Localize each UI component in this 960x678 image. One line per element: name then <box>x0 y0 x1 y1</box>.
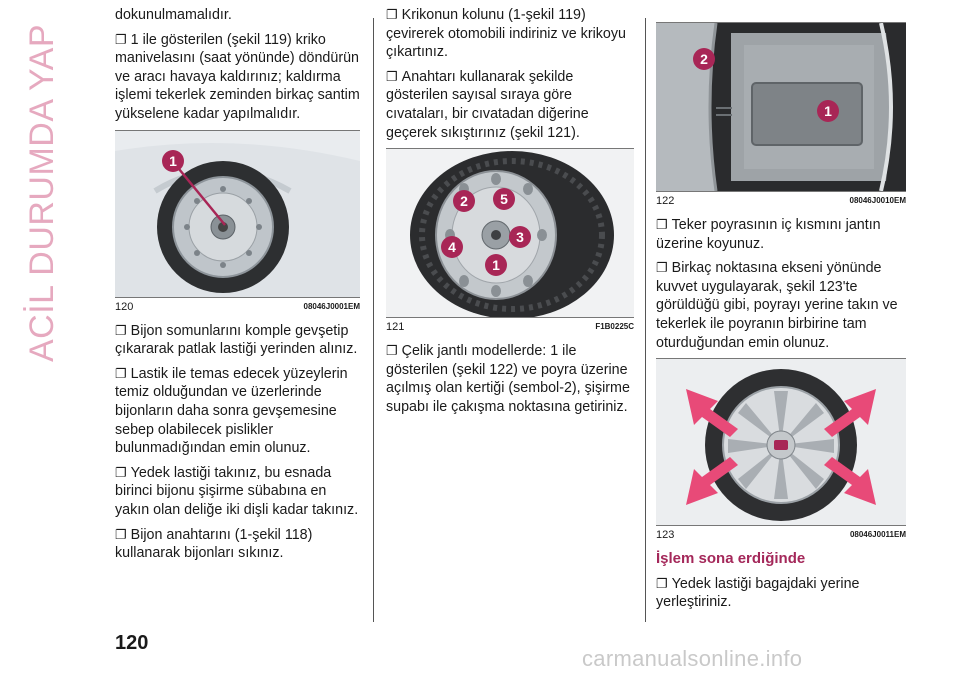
checkbox-bullet-icon: ❐ <box>656 575 668 591</box>
list-item: ❐Çelik jantlı modellerde: 1 ile gösteril… <box>386 343 630 415</box>
figure-caption: 123 08046J0011EM <box>656 528 906 542</box>
hubcap-spokes <box>728 391 834 500</box>
figure-code: 08046J0001EM <box>303 301 361 311</box>
list-item: ❐Lastik ile temas edecek yüzeylerin temi… <box>115 365 348 457</box>
list-item: ❐Krikonun kolunu (1-şekil 119) çevirerek… <box>386 7 626 61</box>
hubcap-fitting-illustration <box>656 359 906 526</box>
checkbox-bullet-icon: ❐ <box>115 322 127 338</box>
figure-code: 08046J0010EM <box>849 196 907 205</box>
figure-code: 08046J0011EM <box>849 530 906 540</box>
list-item: ❐Anahtarı kullanarak şekilde gösterilen … <box>386 68 589 141</box>
figure-number: 123 <box>656 529 675 542</box>
figure-caption: 120 08046J0001EM <box>115 300 360 314</box>
figure-number: 122 <box>656 195 675 207</box>
wheel-jack-illustration: 1 <box>115 130 360 297</box>
callout-label: 2 <box>700 51 708 67</box>
page-number: 120 <box>115 632 149 654</box>
bolt-tightening-order-illustration: 2 5 3 4 1 <box>386 149 634 320</box>
press-arrow-icon <box>686 389 738 438</box>
press-arrow-icon <box>824 457 876 506</box>
checkbox-bullet-icon: ❐ <box>656 217 668 232</box>
list-item: ❐Bijon anahtarını (1-şekil 118) kullanar… <box>115 526 313 562</box>
list-item: ❐Birkaç noktasına ekseni yönünde kuvvet … <box>656 260 898 351</box>
column-2: ❐Krikonun kolunu (1-şekil 119) çevirerek… <box>386 6 634 423</box>
list-item: ❐Yedek lastiği bagajdaki yerine yerleşti… <box>656 575 860 611</box>
footer-watermark: carmanualsonline.info <box>582 646 803 671</box>
figure-123 <box>656 358 906 527</box>
checkbox-bullet-icon: ❐ <box>656 260 668 276</box>
callout-label: 1 <box>824 103 832 119</box>
figure-number: 120 <box>115 300 134 313</box>
checkbox-bullet-icon: ❐ <box>386 68 398 84</box>
list-item: ❐1 ile gösterilen (şekil 119) kriko mani… <box>115 31 360 122</box>
checkbox-bullet-icon: ❐ <box>115 464 127 480</box>
figure-code: F1B0225C <box>595 322 634 332</box>
figure-120: 1 <box>115 129 360 298</box>
checkbox-bullet-icon: ❐ <box>386 343 398 359</box>
figure-122: 2 1 <box>656 22 906 192</box>
callout-label: 1 <box>492 257 500 273</box>
press-arrow-icon <box>686 457 738 506</box>
checkbox-bullet-icon: ❐ <box>386 7 398 22</box>
callout-label: 2 <box>460 193 468 209</box>
figure-caption: 121 F1B0225C <box>386 320 634 334</box>
callout-label: 4 <box>448 239 456 255</box>
figure-number: 121 <box>386 321 405 334</box>
list-item: ❐Bijon somunlarını komple gevşetip çıkar… <box>115 322 358 358</box>
hub-notch-illustration: 2 1 <box>656 22 906 192</box>
press-arrow-icon <box>824 389 876 438</box>
callout-label: 1 <box>169 153 177 169</box>
checkbox-bullet-icon: ❐ <box>115 31 127 47</box>
side-title-text: ACİL DURUMDA YAPILACAKLAR <box>23 22 60 362</box>
column-3: 2 1 122 08046J0010EM ❐Teker poyrasının i… <box>656 6 906 618</box>
column-1: dokunulmamalıdır. ❐1 ile gösterilen (şek… <box>115 6 360 569</box>
side-title: ACİL DURUMDA YAPILACAKLAR <box>8 22 60 362</box>
column-divider <box>373 18 374 622</box>
callout-label: 5 <box>500 191 508 207</box>
list-item: ❐Teker poyrasının iç kısmını jantın üzer… <box>656 217 881 252</box>
intro-text: dokunulmamalıdır. <box>115 7 232 23</box>
figure-caption: 122 08046J0010EM <box>656 194 906 208</box>
callout-label: 3 <box>516 229 524 245</box>
checkbox-bullet-icon: ❐ <box>115 526 127 542</box>
list-item: ❐Yedek lastiği takınız, bu esnada birinc… <box>115 464 359 518</box>
section-heading: İşlem sona erdiğinde <box>656 550 806 568</box>
column-divider <box>645 18 646 622</box>
checkbox-bullet-icon: ❐ <box>115 365 127 381</box>
figure-121: 2 5 3 4 1 <box>386 148 634 320</box>
